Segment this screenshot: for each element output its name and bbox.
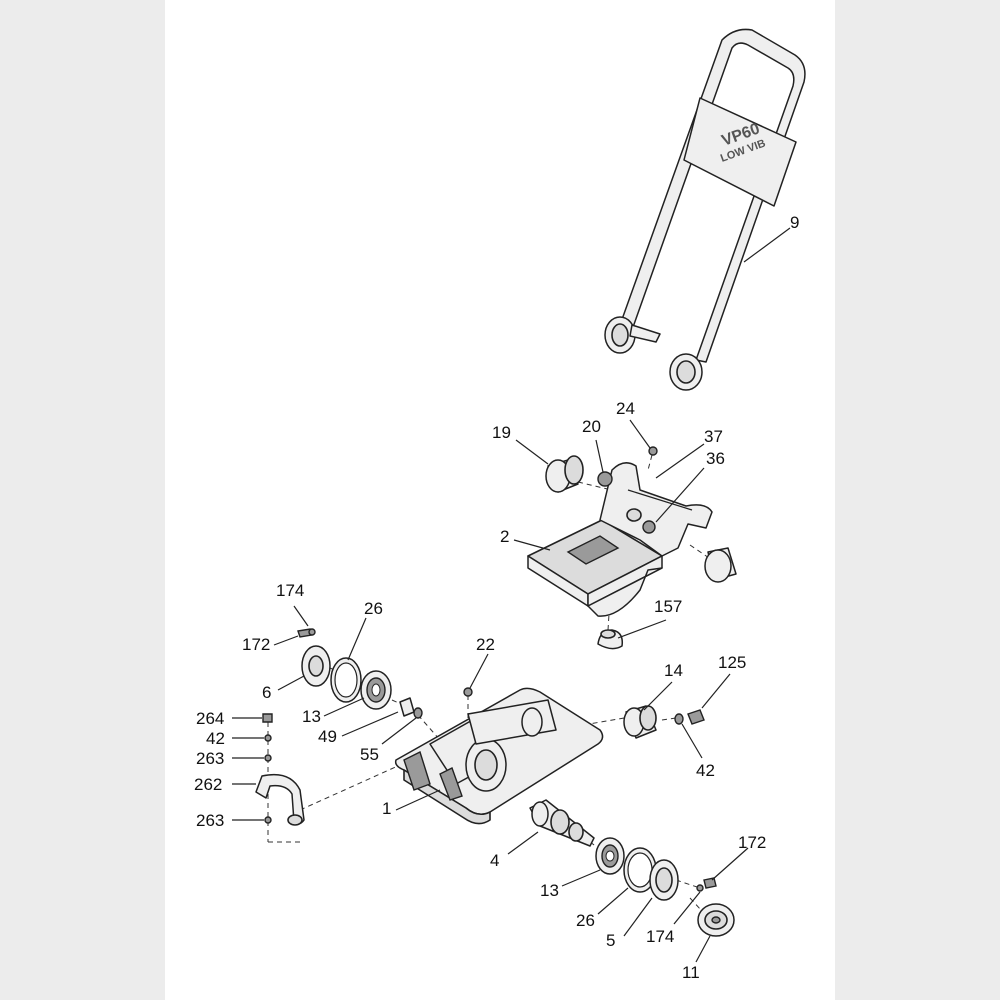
callout-262: 262 <box>194 775 222 794</box>
pulley-part-11 <box>697 903 735 937</box>
callout-11: 11 <box>682 963 700 982</box>
callout-49: 49 <box>318 727 337 746</box>
washer-part-174-left <box>308 628 316 636</box>
nut-part-20 <box>597 471 613 487</box>
callout-125: 125 <box>718 653 746 672</box>
callout-174-right: 174 <box>646 927 674 946</box>
callout-42-left: 42 <box>206 729 225 748</box>
callout-264: 264 <box>196 709 224 728</box>
callout-5: 5 <box>606 931 615 950</box>
callout-42-right: 42 <box>696 761 715 780</box>
washer-part-263-bottom <box>264 816 272 824</box>
callout-9: 9 <box>790 213 799 232</box>
callout-2: 2 <box>500 527 509 546</box>
callout-36: 36 <box>706 449 725 468</box>
callout-1: 1 <box>382 799 391 818</box>
callout-263-top: 263 <box>196 749 224 768</box>
bearing-flange-part-6 <box>301 645 331 687</box>
callout-172-right: 172 <box>738 833 766 852</box>
bearing-part-13-right <box>595 837 625 875</box>
lifting-bar-part-262 <box>255 773 305 826</box>
callout-22: 22 <box>476 635 495 654</box>
callout-37: 37 <box>704 427 723 446</box>
callout-26-right: 26 <box>576 911 595 930</box>
washer-part-174-right <box>696 884 704 892</box>
rubber-mount-part-19 <box>545 455 584 493</box>
washer-part-55 <box>413 707 423 719</box>
screw-part-264 <box>262 713 273 723</box>
handle-part-9: VP60 LOW VIB <box>604 28 806 391</box>
base-plate-part-1 <box>394 687 604 825</box>
callout-24: 24 <box>616 399 635 418</box>
screw-part-172-right <box>703 877 717 889</box>
callout-157: 157 <box>654 597 682 616</box>
callout-263-bottom: 263 <box>196 811 224 830</box>
gasket-part-26-right <box>623 847 657 893</box>
buffer-part-157 <box>597 629 624 650</box>
callout-174-left: 174 <box>276 581 304 600</box>
bolt-part-125 <box>687 709 705 725</box>
callout-172-left: 172 <box>242 635 270 654</box>
rubber-mount-right <box>704 547 737 583</box>
eccentric-shaft-part-4 <box>529 799 595 847</box>
washer-part-42-left <box>264 734 272 742</box>
callout-13-left: 13 <box>302 707 321 726</box>
shaft-part-37 <box>627 489 693 511</box>
gasket-part-26-left <box>330 657 362 703</box>
callout-13-right: 13 <box>540 881 559 900</box>
callout-14: 14 <box>664 661 683 680</box>
callout-4: 4 <box>490 851 499 870</box>
callout-6: 6 <box>262 683 271 702</box>
leader-lines <box>232 227 791 963</box>
bearing-part-13-left <box>360 670 392 710</box>
upper-bracket-part-2 <box>527 462 713 617</box>
screw-part-24 <box>648 446 658 456</box>
callout-19: 19 <box>492 423 511 442</box>
bolt-part-49 <box>399 697 415 717</box>
washer-part-42-right <box>674 713 684 725</box>
callout-26-left: 26 <box>364 599 383 618</box>
washer-part-263-top <box>264 754 272 762</box>
callout-55: 55 <box>360 745 379 764</box>
callout-labels: 9 19 20 24 37 36 2 157 174 172 26 6 13 2… <box>194 213 799 982</box>
vibrator-cover-part-14 <box>623 705 657 739</box>
bolt-part-22 <box>463 687 473 697</box>
nut-part-36 <box>642 520 656 534</box>
bearing-flange-part-5 <box>649 859 679 901</box>
callout-20: 20 <box>582 417 601 436</box>
